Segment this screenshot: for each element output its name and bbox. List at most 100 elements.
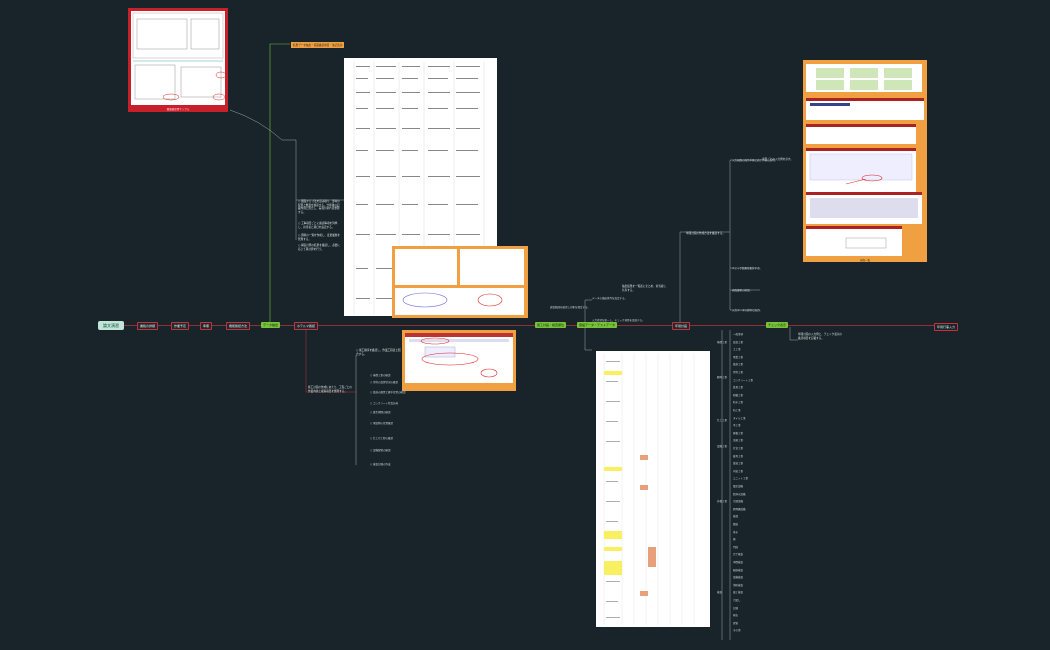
right-note-4: チェック結果を集計する。 — [732, 267, 763, 270]
lower-item-3: ○ 鉄筋の配置と継手位置の確認 — [370, 391, 406, 394]
screen-3-sketch — [806, 124, 916, 127]
right-list-item: 空調設備 — [733, 500, 744, 504]
group-label-5: 外構工事 — [717, 500, 728, 503]
screens-caption: 画面一覧 — [859, 259, 870, 262]
screen-2 — [806, 98, 924, 120]
screen-sketch — [405, 333, 513, 378]
right-list-item: 配筋検査 — [733, 568, 744, 572]
lower-item-5: ○ 養生期間の確認 — [370, 411, 391, 414]
group-label-2: 躯体工事 — [717, 376, 728, 379]
screen-card[interactable] — [402, 330, 516, 391]
branch-check[interactable]: チェック表示 — [766, 322, 789, 328]
right-list-item: 完了検査 — [733, 553, 744, 557]
right-list-item: 塀 — [733, 538, 736, 542]
drawing-sketch — [132, 12, 227, 101]
right-list-item: その他 — [733, 629, 741, 633]
right-list-item: 舗装 — [733, 523, 739, 526]
right-list-item: 鉄筋工事 — [733, 363, 744, 367]
right-list-item: 石工事 — [733, 409, 741, 412]
check-table-image — [596, 351, 710, 627]
right-list-item: 消防検査 — [733, 583, 744, 587]
right-list-item: 引渡し — [733, 599, 741, 602]
branch-annual[interactable]: 年間計画 — [672, 322, 691, 330]
right-list-item: 土工事 — [733, 348, 741, 352]
screen-6-sketch — [806, 226, 902, 249]
upper-note-3: ○ 資料の一覧を作成し、変更履歴を管理する。 — [298, 234, 340, 241]
group-label-3: 仕上工事 — [717, 419, 728, 422]
right-note-1: 年間計画の作成方法を確認する。 — [686, 232, 725, 235]
screen-1 — [806, 64, 922, 92]
screen-4 — [806, 148, 916, 192]
right-list-item: 型枠工事 — [733, 371, 744, 374]
lower-heading: ○ 施工順序を確認し、作業工程表と照合する。 — [356, 349, 401, 356]
lower-item-7: ○ 仕上げ工程の確認 — [370, 437, 393, 440]
upper-tag[interactable]: 結果データ抽出・画面確認項目・注記表示 — [291, 42, 345, 48]
drawing-caption: 図面確認用サンプル — [166, 108, 190, 111]
diagram-table — [395, 249, 457, 285]
right-list-item: 仮設工事 — [733, 340, 744, 344]
right-list-item: 記録 — [733, 606, 739, 610]
right-note-6: 入力データの保存と出力。 — [732, 309, 763, 312]
right-list-item: 竣工検査 — [733, 591, 744, 595]
right-list-item: 給排水設備 — [733, 492, 746, 496]
right-list-item: 電気設備 — [733, 485, 744, 488]
upper-note-2: ○ 工事項目ごとに確認事項を列挙し、担当者と期日を設定する。 — [298, 222, 338, 229]
branch-extract[interactable]: データ抽出 — [261, 322, 281, 328]
diagram-detail-sketch — [402, 292, 503, 308]
upper-note-4: ○ 構造計算の結果を確認し、必要に応じて再計算を行う。 — [298, 244, 340, 251]
branch-prep[interactable]: 準備 — [200, 322, 213, 330]
screen-image — [405, 333, 513, 383]
right-list-item: 昇降機設備 — [733, 507, 746, 511]
right-list-item: 塗装工事 — [733, 462, 744, 466]
right-list-item: 組積工事 — [733, 393, 744, 397]
right-list-item: 中間検査 — [733, 561, 744, 564]
drawing-image — [131, 11, 227, 105]
root-node[interactable]: 論文演習 — [98, 321, 124, 330]
orange-diagram-card[interactable] — [392, 246, 528, 318]
screen-5 — [806, 192, 922, 224]
end-node[interactable]: 年間行事入力 — [934, 323, 959, 331]
branch-construction[interactable]: 施工計画・検査順位 — [535, 322, 567, 328]
lower-left-note: 施工計画の作成にあたり、工程ごとの作業内容と検査項目を整理する。 — [308, 386, 352, 393]
right-list-item: ユニット工事 — [733, 477, 749, 481]
right-list-item: 内装工事 — [733, 469, 744, 473]
right-list-item: 門扉 — [733, 545, 739, 549]
branch-books[interactable]: 書籍の詳細 — [137, 322, 159, 330]
right-list-item: 保管 — [733, 621, 739, 625]
lower-item-6: ○ 埋設物の位置確認 — [370, 422, 393, 425]
right-list-item: 左官工事 — [733, 447, 744, 450]
screen-6 — [806, 226, 902, 256]
lower-item-4: ○ コンクリート打設計画 — [370, 402, 398, 405]
right-note-2: 入力画面の操作手順と表示内容の説明。 — [732, 159, 778, 162]
center-note-1: 調査範囲を確認し対象を選定する。 — [550, 306, 591, 309]
right-list-item: 建具工事 — [733, 454, 744, 458]
screen-3 — [806, 124, 916, 144]
right-list-item: 報告 — [733, 614, 739, 618]
right-list-item: コンクリート工事 — [733, 378, 754, 382]
screen-5-sketch — [806, 192, 922, 218]
right-list-item: 鉄骨工事 — [733, 386, 744, 390]
right-list-item: 植栽 — [733, 515, 739, 519]
center-note-4: 入力様式を統一し、チェック項目を追加する。 — [592, 319, 645, 322]
branch-facility-data[interactable]: 施設データ・テストデータ — [577, 322, 618, 328]
center-note-3: 抽出結果を一覧表にまとめ、担当者に共有する。 — [622, 285, 667, 292]
lower-item-8: ○ 設備配管の確認 — [370, 449, 391, 452]
right-note-5: 画面遷移の確認。 — [732, 289, 753, 292]
screens-card[interactable]: 画面一覧 — [803, 60, 927, 262]
branch-hotel[interactable]: ホテルマ確認 — [294, 322, 319, 330]
drawing-image-card[interactable]: 図面確認用サンプル — [128, 8, 228, 112]
branch-method[interactable]: 機能確認方法 — [226, 322, 251, 330]
right-list-item: 設備検査 — [733, 576, 744, 580]
diagram-drawing — [460, 249, 524, 285]
right-list-item: 金属工事 — [733, 439, 744, 443]
group-label-4: 設備工事 — [717, 445, 728, 448]
lower-item-9: ○ 検査記録の作成 — [370, 463, 391, 466]
upper-note-1: ○ 図面から寸法を読み取り、部材の配置と数量を確認する。仕様書の記載内容と照合し… — [298, 200, 340, 214]
lower-item-1: ○ 基礎工事の確認 — [370, 374, 391, 377]
screen-2-sketch — [806, 98, 924, 106]
right-list-item: 一般事項 — [733, 333, 744, 336]
branch-plan[interactable]: 作業予定 — [171, 322, 190, 330]
screen-4-sketch — [806, 148, 916, 185]
right-list-item: 防水工事 — [733, 401, 744, 405]
